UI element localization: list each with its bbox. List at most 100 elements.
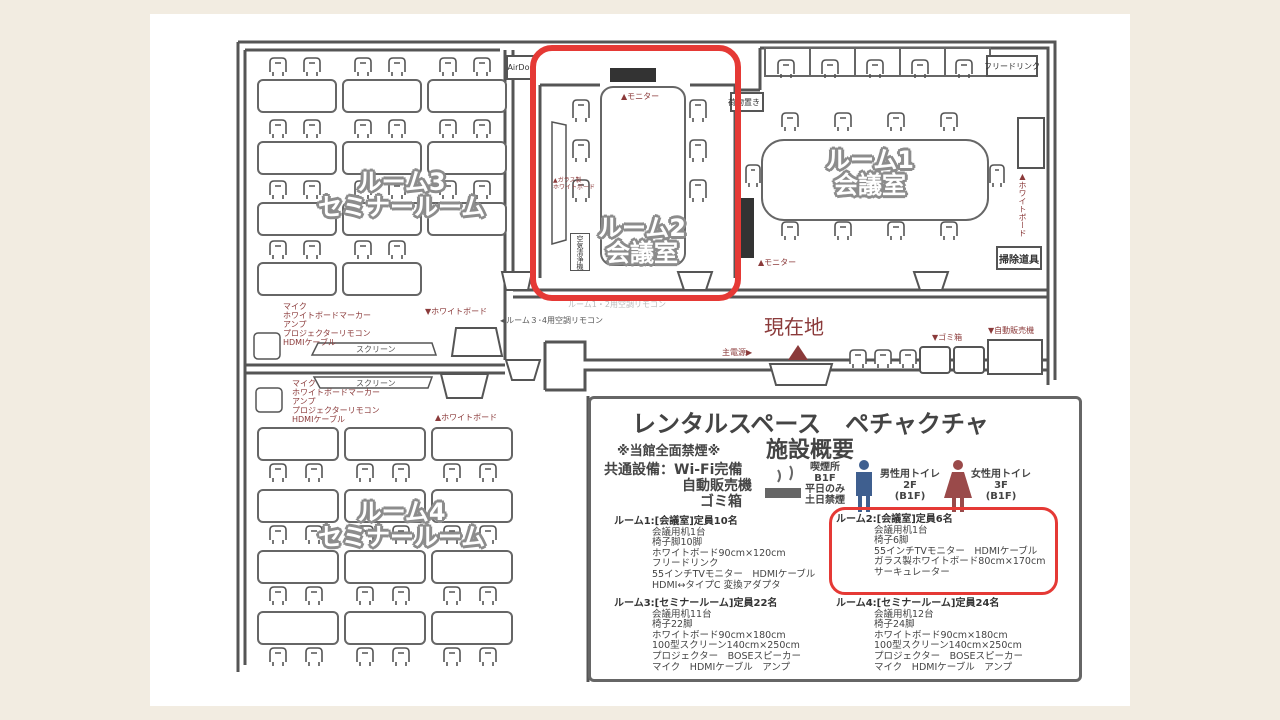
smoking-label: 喫煙所 bbox=[810, 462, 840, 473]
room3-table bbox=[342, 79, 422, 113]
room3-table bbox=[342, 202, 422, 236]
chair bbox=[911, 59, 929, 78]
spec-line: ホワイトボード90cm×180cm bbox=[874, 629, 1008, 641]
chair bbox=[356, 463, 374, 482]
chair bbox=[940, 221, 958, 240]
room1-spec: ルーム1:[会議室]定員10名会議用机1台椅子脚10脚ホワイトボード90cm×1… bbox=[614, 516, 816, 591]
aircon-remote-12-label: ルーム1・2用空調リモコン bbox=[568, 300, 666, 309]
chair bbox=[849, 349, 867, 368]
room4-screen bbox=[312, 376, 434, 389]
spec-line: サーキュレーター bbox=[874, 566, 950, 578]
room4-table bbox=[344, 427, 426, 461]
equipment-item: プロジェクターリモコン bbox=[283, 329, 371, 338]
spec-line: マイク HDMIケーブル アンプ bbox=[652, 661, 791, 673]
chair bbox=[572, 139, 590, 162]
chair bbox=[443, 586, 461, 605]
equipment-item: アンプ bbox=[283, 320, 307, 329]
chair bbox=[899, 349, 917, 368]
chair bbox=[473, 57, 491, 76]
tables bbox=[257, 47, 991, 645]
chair bbox=[443, 463, 461, 482]
room1-name: ルーム1 bbox=[826, 146, 914, 174]
spec-line: フリードリンク bbox=[652, 558, 719, 570]
room4-table bbox=[431, 427, 513, 461]
spec-line: 55インチTVモニター HDMIケーブル bbox=[652, 568, 816, 580]
spec-line: プロジェクター BOSEスピーカー bbox=[874, 650, 1023, 662]
spec-header: ルーム1:[会議室]定員10名 bbox=[614, 516, 738, 527]
chair bbox=[388, 57, 406, 76]
chair bbox=[303, 57, 321, 76]
no-smoking-notice: ※当館全面禁煙※ bbox=[617, 444, 721, 459]
room4-type: セミナールーム bbox=[318, 523, 486, 551]
room1-monitor-label: ▲モニター bbox=[758, 258, 797, 267]
ac-units bbox=[500, 271, 950, 386]
spec-line: 55インチTVモニター HDMIケーブル bbox=[874, 545, 1038, 557]
men-toilet-floor: 2F bbox=[903, 480, 917, 491]
info-subtitle: 施設概要 bbox=[766, 438, 855, 463]
chair bbox=[388, 240, 406, 259]
women-toilet-alt: (B1F) bbox=[985, 491, 1017, 502]
equipment-item: アンプ bbox=[292, 397, 316, 406]
chair bbox=[689, 179, 707, 202]
spec-line: 椅子24脚 bbox=[874, 619, 915, 631]
chair bbox=[443, 647, 461, 666]
room2-monitor-label: ▲モニター bbox=[621, 92, 660, 101]
chair bbox=[392, 647, 410, 666]
chair bbox=[269, 647, 287, 666]
chair bbox=[479, 586, 497, 605]
chair bbox=[356, 647, 374, 666]
chair bbox=[689, 99, 707, 122]
chair bbox=[745, 164, 761, 187]
equipment-item: HDMIケーブル bbox=[283, 338, 336, 347]
chair bbox=[269, 119, 287, 138]
room1-whiteboard bbox=[1017, 117, 1045, 169]
chair bbox=[866, 59, 884, 78]
room3-spec: ルーム3:[セミナールーム]定員22名会議用机11台椅子22脚ホワイトボード90… bbox=[614, 598, 801, 673]
room4-table bbox=[257, 550, 339, 584]
chair bbox=[781, 221, 799, 240]
room4-name: ルーム4 bbox=[357, 498, 446, 526]
room1-type: 会議室 bbox=[833, 171, 906, 199]
room3-table bbox=[427, 141, 507, 175]
free-drink-box: フリードリンク bbox=[984, 55, 1040, 77]
chair bbox=[303, 180, 321, 199]
common-item-trash: ゴミ箱 bbox=[700, 494, 742, 510]
spec-line: 会議用机1台 bbox=[874, 524, 928, 536]
smoking-icon bbox=[765, 465, 801, 498]
chair bbox=[439, 180, 457, 199]
chair bbox=[269, 57, 287, 76]
chair bbox=[887, 221, 905, 240]
chair bbox=[269, 463, 287, 482]
glass-whiteboard-label: ▲ガラス製 ホワイトボード bbox=[553, 177, 596, 191]
chair bbox=[392, 525, 410, 544]
women-toilet-floor: 3F bbox=[994, 480, 1008, 491]
spec-header: ルーム3:[セミナールーム]定員22名 bbox=[614, 598, 778, 609]
room1-whiteboard-label: ▲ホワイトボード bbox=[1018, 172, 1027, 237]
spec-line: 椅子脚10脚 bbox=[652, 537, 703, 549]
room2-monitor bbox=[610, 68, 656, 82]
chair bbox=[874, 349, 892, 368]
chair bbox=[354, 119, 372, 138]
chair bbox=[305, 525, 323, 544]
equipment-item: マイク bbox=[283, 302, 307, 311]
room3-table bbox=[257, 202, 337, 236]
chair bbox=[269, 586, 287, 605]
air-purifier: 空気清浄機 bbox=[570, 233, 590, 271]
chair bbox=[439, 119, 457, 138]
whiteboard-stands bbox=[439, 327, 504, 399]
room4-table bbox=[344, 611, 426, 645]
spec-line: ガラス製ホワイトボード80cm×170cm bbox=[874, 556, 1046, 568]
chair bbox=[356, 586, 374, 605]
equipment-item: HDMIケーブル bbox=[292, 415, 345, 424]
aircon-remote-34-label: ◀ルーム３･4用空調リモコン bbox=[500, 316, 604, 325]
room3-table bbox=[342, 262, 422, 296]
room2-spec-highlight bbox=[829, 507, 1058, 595]
room2-type: 会議室 bbox=[605, 239, 678, 267]
spec-line: ホワイトボード90cm×180cm bbox=[652, 629, 786, 641]
